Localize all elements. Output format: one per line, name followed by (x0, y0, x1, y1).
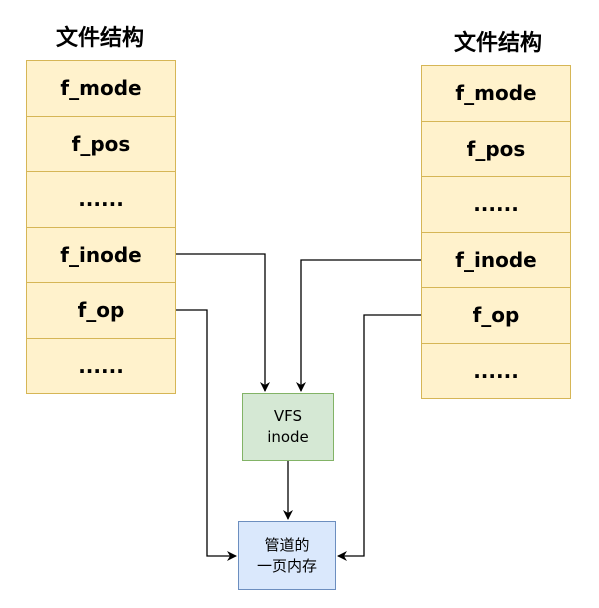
right-field-ellipsis-2: ...... (473, 359, 519, 384)
right-field-f-op: f_op (422, 288, 570, 344)
edge-right-inode-to-vfs (296, 259, 421, 392)
left-field-f-inode: f_inode (27, 228, 175, 283)
right-field-f-inode: f_inode (422, 233, 570, 288)
vfs-inode-line1: VFS (273, 407, 303, 425)
left-field-ellipsis-2: ...... (78, 354, 124, 379)
right-file-structure: f_mode f_pos ...... f_inode f_op ...... (421, 65, 571, 399)
left-field-f-op: f_op (27, 283, 175, 339)
pipe-page-node: 管道的 一页内存 (238, 521, 336, 590)
left-struct-title: 文件结构 (55, 26, 144, 51)
edge-right-op-to-pipe (337, 314, 421, 561)
left-field-ellipsis-1: ...... (27, 172, 175, 228)
edge-left-inode-to-vfs (176, 253, 270, 392)
right-field-f-mode: f_mode (422, 66, 570, 122)
left-field-f-mode: f_mode (27, 61, 175, 117)
pipe-page-line2: 一页内存 (256, 556, 317, 575)
left-field-f-pos: f_pos (27, 117, 175, 172)
left-file-structure: f_mode f_pos ...... f_inode f_op ...... (26, 60, 176, 394)
pipe-page-line1: 管道的 (264, 535, 310, 554)
right-field-f-pos: f_pos (422, 122, 570, 177)
vfs-inode-line2: inode (267, 428, 309, 446)
right-struct-title: 文件结构 (453, 31, 542, 56)
vfs-inode-node: VFS inode (242, 393, 334, 461)
right-field-ellipsis-1: ...... (422, 177, 570, 233)
edge-left-op-to-pipe (176, 309, 237, 561)
